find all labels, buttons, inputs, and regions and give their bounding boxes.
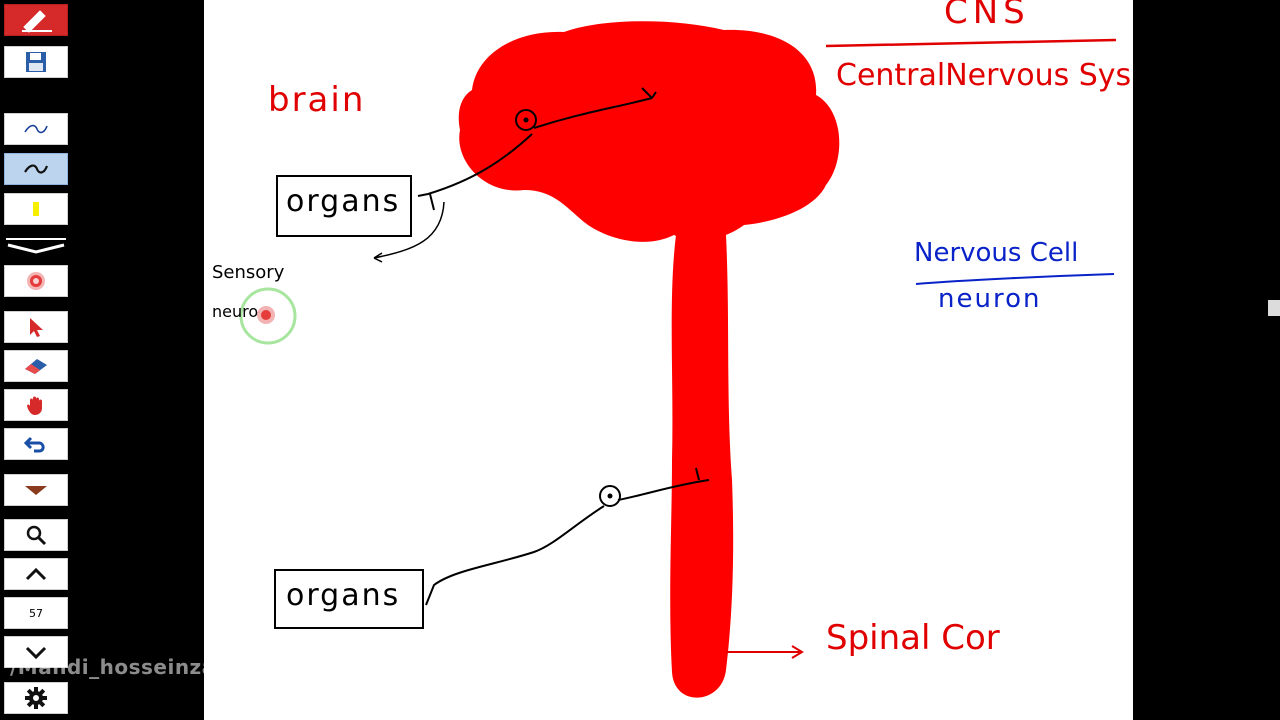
save-button[interactable] — [4, 46, 68, 78]
spinal-cord-drawing — [670, 235, 734, 698]
organs-bottom-box — [274, 569, 424, 629]
brain-drawing — [458, 21, 840, 242]
whiteboard-canvas[interactable]: CNS CentralNervous Sys brain Nervous Cel… — [204, 0, 1133, 720]
pointer-arrow-icon — [30, 318, 43, 337]
settings-button[interactable] — [4, 682, 68, 714]
chevron-collapse-icon — [6, 238, 66, 254]
highlighter-button[interactable] — [4, 193, 68, 225]
neuron-dendrite-bottom — [425, 505, 605, 606]
label-nervous-cell: Nervous Cell — [914, 238, 1079, 268]
drawing-layer — [239, 21, 1117, 698]
highlighter-icon — [33, 202, 39, 216]
right-panel — [1133, 0, 1280, 720]
nervous-cell-underline — [915, 273, 1115, 285]
laser-pointer-button[interactable] — [4, 265, 68, 297]
hand-pan-button[interactable] — [4, 389, 68, 421]
neuron-nucleus-top — [523, 117, 529, 123]
eraser-icon — [25, 359, 47, 374]
neuron-cell-top — [515, 109, 537, 131]
pen-tool-button[interactable] — [4, 4, 68, 36]
page-number-display: 57 — [4, 597, 68, 629]
undo-button[interactable] — [4, 428, 68, 460]
label-brain: brain — [268, 80, 366, 120]
pen-thick-icon — [24, 164, 49, 174]
label-organs-bottom: organs — [286, 578, 401, 613]
label-sensory: Sensory — [212, 262, 285, 283]
cns-underline — [825, 38, 1117, 48]
eraser-button[interactable] — [4, 350, 68, 382]
spinal-cord-arrow — [726, 645, 804, 659]
settings-gear-icon — [25, 687, 47, 709]
page-number: 57 — [29, 606, 43, 620]
save-icon — [26, 52, 46, 72]
page-down-button[interactable] — [4, 474, 68, 506]
label-neuron: neuron — [938, 284, 1042, 314]
toolbar: 57 — [0, 0, 70, 720]
neuron-cell-bottom — [599, 485, 621, 507]
page-down-icon — [25, 486, 47, 495]
collapse-toolbar-button[interactable] — [4, 237, 68, 255]
page-next-icon — [25, 646, 47, 659]
neuron-nucleus-bottom — [607, 493, 613, 499]
next-page-button[interactable] — [4, 636, 68, 668]
undo-icon — [24, 436, 45, 453]
label-organs-top: organs — [286, 184, 401, 219]
label-neuro: neuro — [212, 302, 259, 321]
page-up-button[interactable] — [4, 558, 68, 590]
zoom-icon — [26, 525, 47, 546]
thin-pen-button[interactable] — [4, 113, 68, 145]
neuron-dendrite-top — [417, 133, 533, 211]
organs-top-box — [276, 175, 412, 237]
select-pointer-button[interactable] — [4, 311, 68, 343]
label-cns: CNS — [944, 0, 1030, 32]
laser-dot-inner — [261, 310, 271, 320]
laser-pointer-marker — [239, 287, 297, 345]
neuron-axon-bottom — [617, 467, 710, 501]
vertical-scrollbar[interactable] — [1268, 300, 1280, 316]
zoom-button[interactable] — [4, 519, 68, 551]
watermark-text: /Mahdi_hosseinzadeh — [10, 655, 260, 679]
laser-pointer-icon — [27, 272, 45, 290]
pen-thin-icon — [24, 124, 48, 134]
page-up-icon — [25, 567, 47, 581]
neuron-axon-top — [533, 87, 657, 129]
sensory-arrow — [373, 201, 445, 263]
pen-icon — [22, 10, 52, 33]
label-central-nervous-system: CentralNervous Sys — [836, 58, 1132, 93]
hand-icon — [27, 396, 42, 415]
label-spinal-cord: Spinal Cor — [826, 618, 1000, 658]
thick-pen-button[interactable] — [4, 153, 68, 185]
